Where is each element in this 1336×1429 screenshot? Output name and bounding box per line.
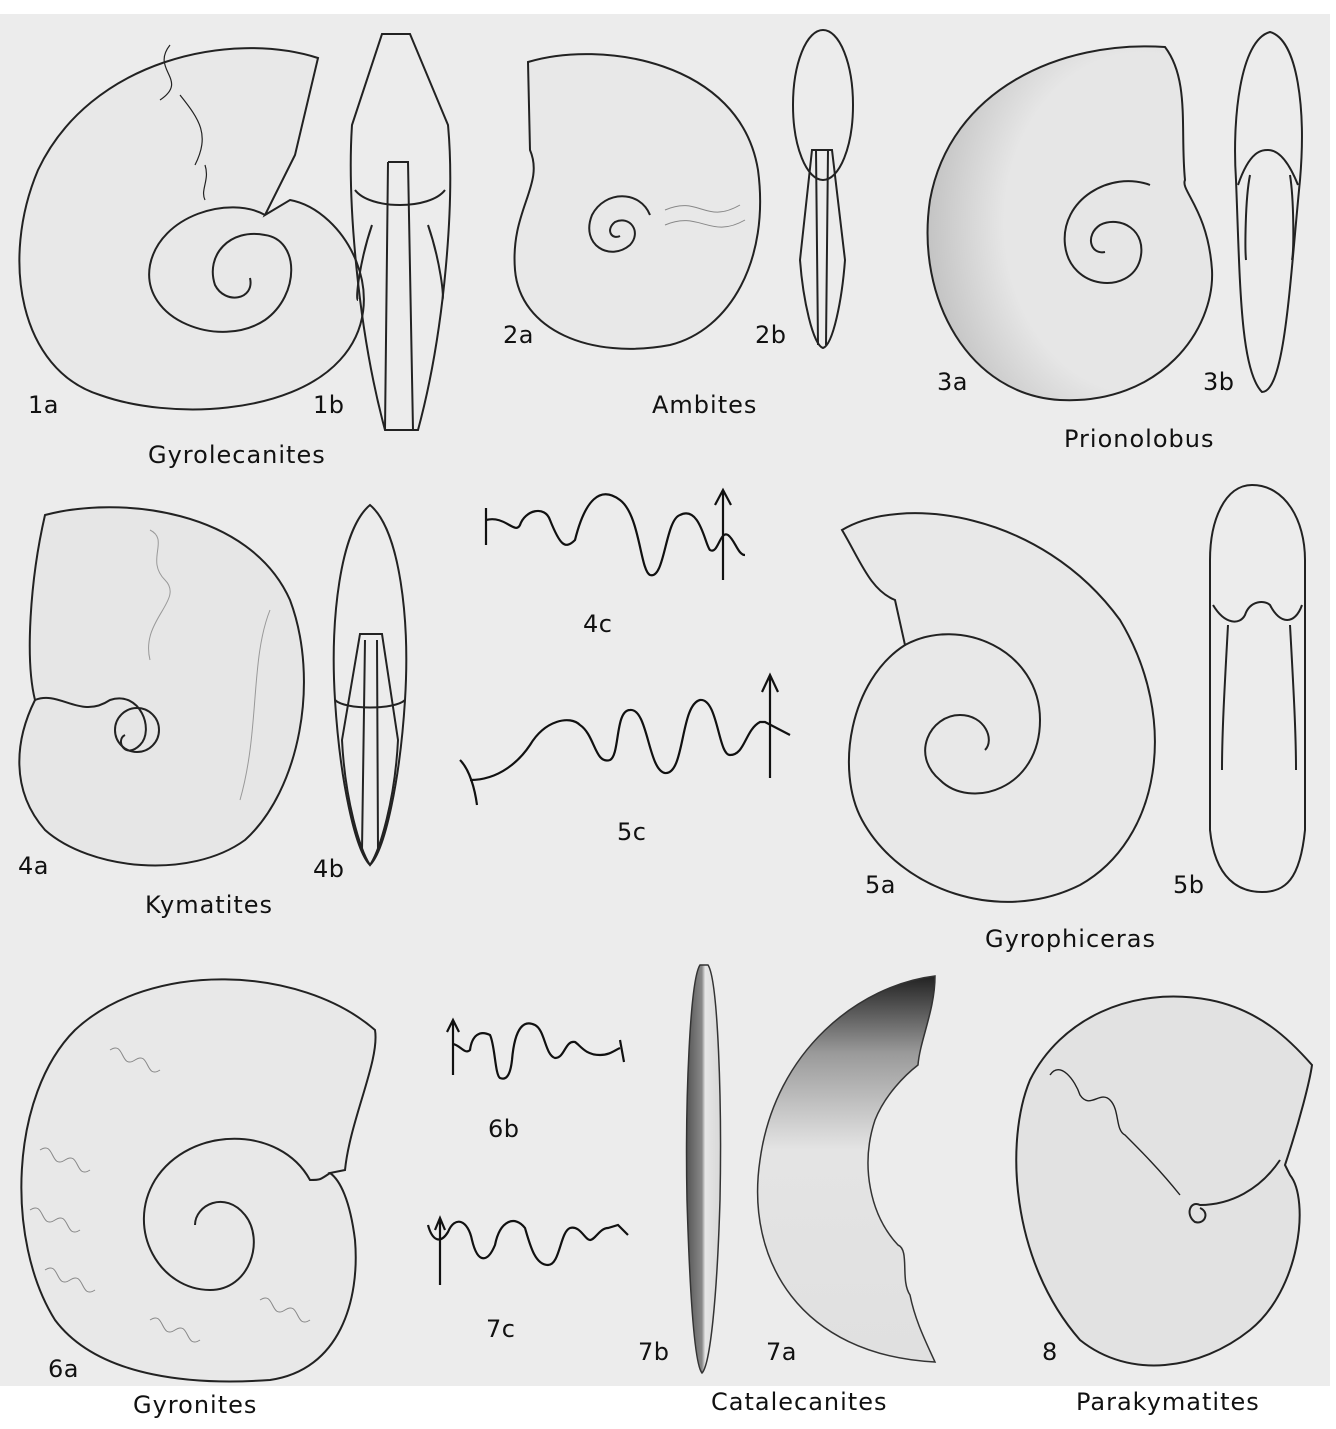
label-4b: 4b xyxy=(313,855,345,883)
figure-6b-suture-line xyxy=(446,1017,626,1080)
figure-1b-cross-section xyxy=(349,33,452,431)
label-6b: 6b xyxy=(488,1115,520,1143)
genus-caption-gyronites: Gyronites xyxy=(133,1391,258,1419)
label-4c: 4c xyxy=(583,610,613,638)
label-6a: 6a xyxy=(48,1355,79,1383)
figure-7b-edge-view xyxy=(685,964,722,1375)
label-4a: 4a xyxy=(18,852,49,880)
label-1a: 1a xyxy=(28,391,59,419)
figure-7a-shell xyxy=(756,975,937,1363)
figure-4b-cross-section xyxy=(332,503,408,867)
genus-caption-parakymatites: Parakymatites xyxy=(1076,1388,1260,1416)
figure-3b-cross-section xyxy=(1234,30,1303,394)
figure-1a-shell xyxy=(18,44,365,411)
figure-5c-suture-line xyxy=(459,672,791,806)
figure-6a-shell xyxy=(20,978,377,1383)
label-7a: 7a xyxy=(766,1338,797,1366)
genus-caption-ambites: Ambites xyxy=(652,391,758,419)
figure-7c-suture-line xyxy=(426,1215,629,1285)
genus-caption-gyrolecanites: Gyrolecanites xyxy=(148,441,326,469)
label-7b: 7b xyxy=(638,1338,670,1366)
genus-caption-catalecanites: Catalecanites xyxy=(711,1388,888,1416)
figure-2b-cross-section xyxy=(792,29,854,350)
figure-4a-shell xyxy=(18,506,305,867)
label-5b: 5b xyxy=(1173,871,1205,899)
label-2a: 2a xyxy=(503,321,534,349)
figure-5a-shell xyxy=(840,512,1156,903)
label-8: 8 xyxy=(1042,1338,1058,1366)
genus-caption-kymatites: Kymatites xyxy=(145,891,274,919)
figure-3a-shell xyxy=(926,45,1214,402)
figure-4c-suture-line xyxy=(484,487,746,580)
label-2b: 2b xyxy=(755,321,787,349)
figure-8-shell xyxy=(1015,995,1314,1367)
label-7c: 7c xyxy=(486,1315,516,1343)
genus-caption-gyrophiceras: Gyrophiceras xyxy=(985,925,1156,953)
label-5a: 5a xyxy=(865,871,896,899)
label-1b: 1b xyxy=(313,391,345,419)
figure-5b-cross-section xyxy=(1209,483,1306,894)
label-3a: 3a xyxy=(937,368,968,396)
genus-caption-prionolobus: Prionolobus xyxy=(1064,425,1215,453)
label-5c: 5c xyxy=(617,818,647,846)
figure-2a-shell xyxy=(513,53,762,350)
label-3b: 3b xyxy=(1203,368,1235,396)
